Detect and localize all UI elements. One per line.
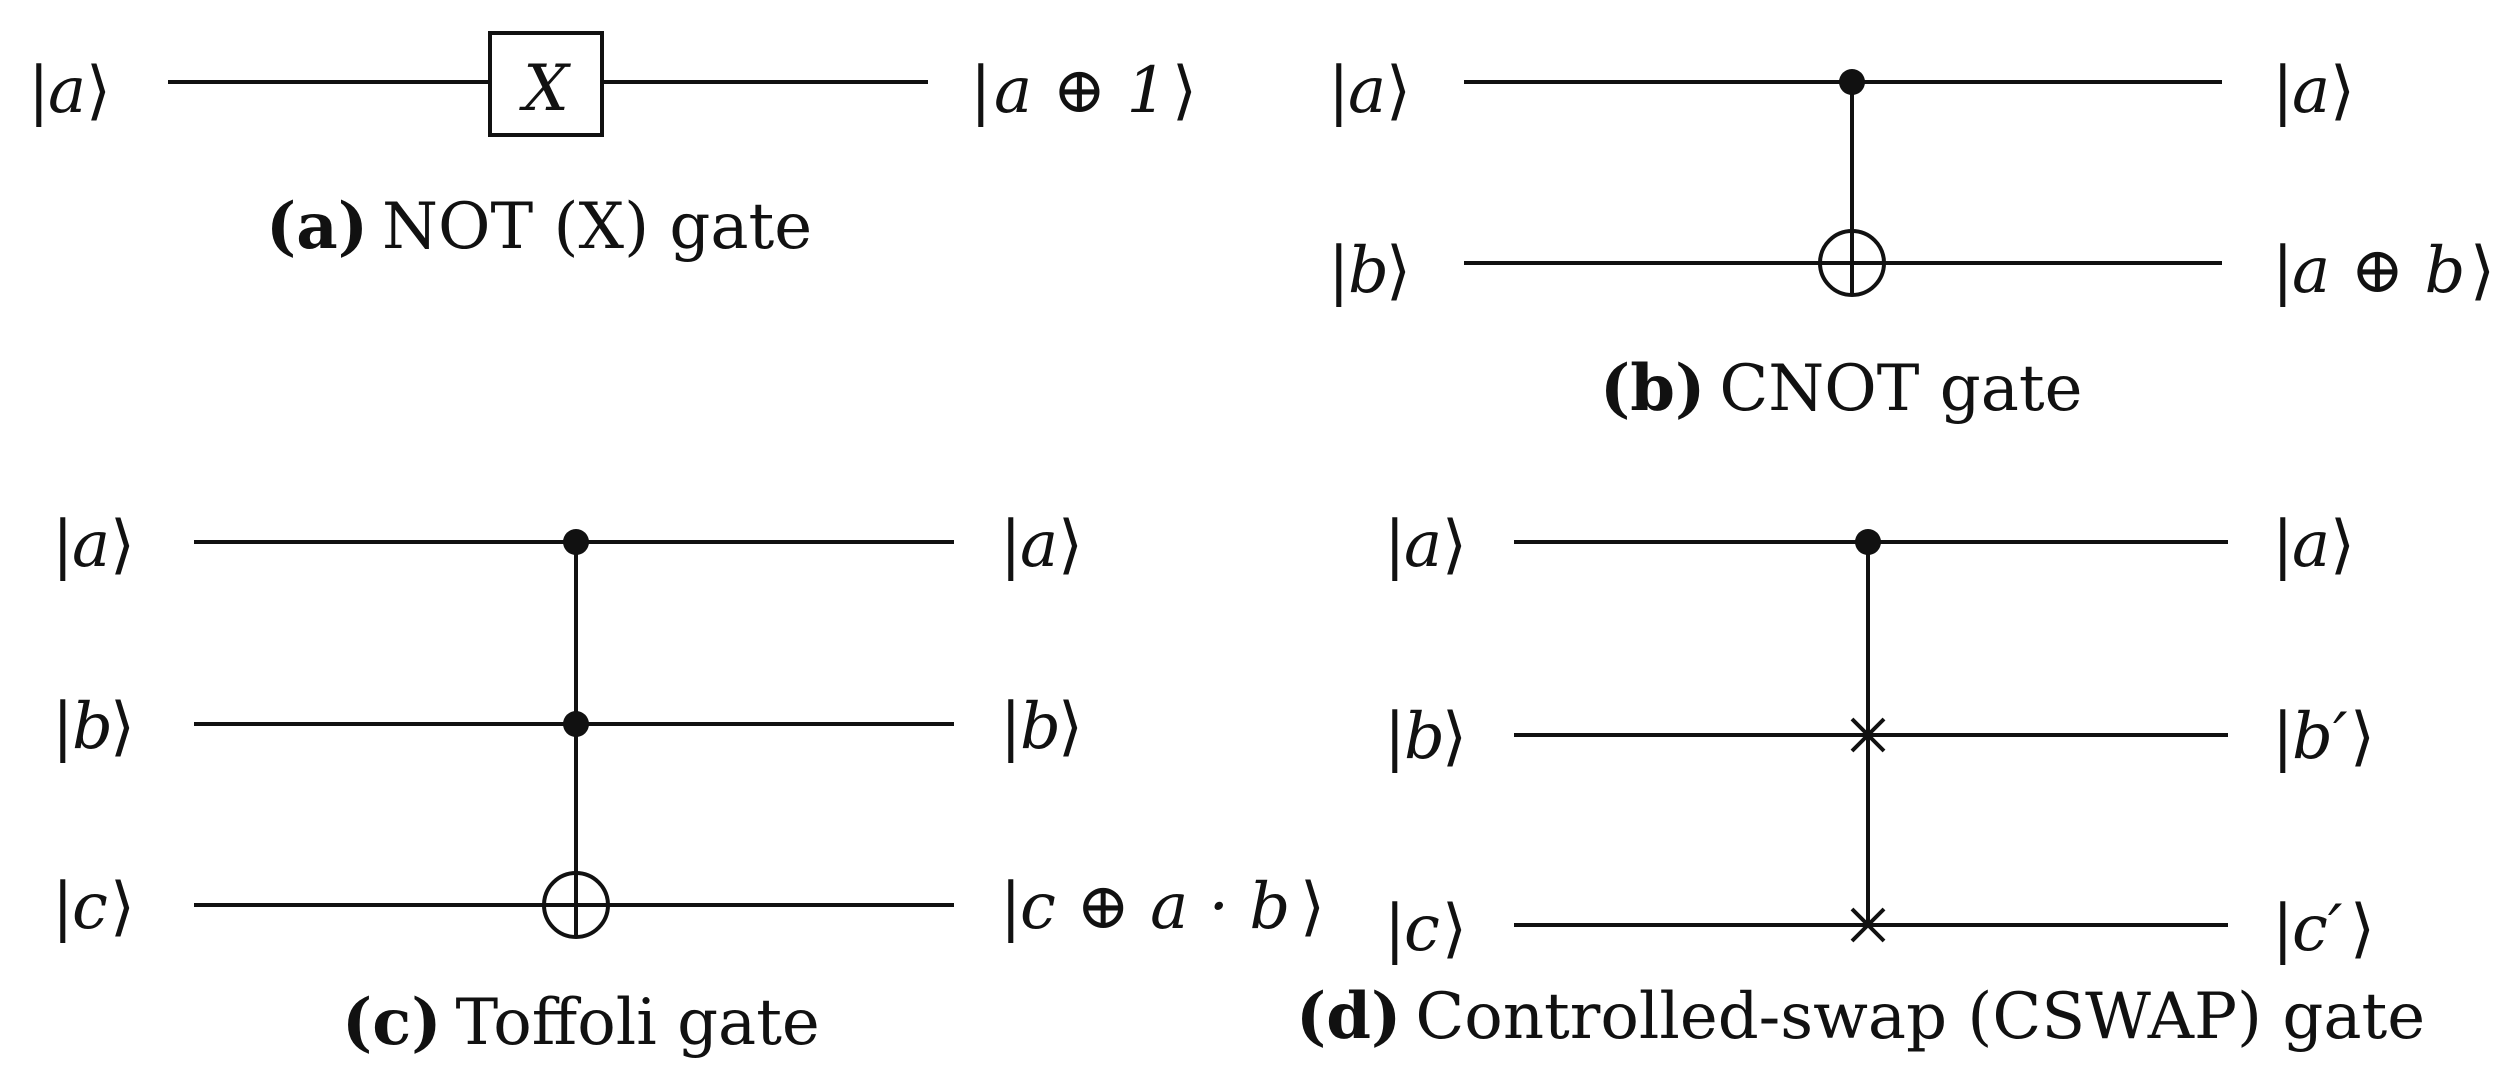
panel-d-swap-cross-b <box>1850 717 1886 753</box>
panel-d-caption-text: Controlled-swap (CSWAP) gate <box>1415 980 2425 1054</box>
panel-d-cswap-gate: | a ⟩ | b ⟩ | c ⟩ | a ⟩ | b′ ⟩ | c′ ⟩ (d… <box>1296 508 2425 1054</box>
panel-b-cnot-gate: | a ⟩ | b ⟩ | a ⟩ | a ⊕ b ⟩ (b)CNOT gate <box>1328 54 2495 426</box>
svg-text:⟩: ⟩ <box>1300 870 1325 944</box>
svg-text:⟩: ⟩ <box>2330 54 2355 128</box>
svg-text:|: | <box>1384 508 1406 582</box>
panel-b-input-b: b <box>1348 234 1389 308</box>
panel-d-output-c-prime: c′ <box>2292 892 2343 966</box>
svg-text:|: | <box>970 54 992 128</box>
panel-c-caption-tag: (c) <box>342 985 442 1060</box>
svg-text:|: | <box>1328 54 1350 128</box>
panel-c-control-dot-a <box>563 529 589 555</box>
panel-a-caption-tag: (a) <box>266 189 368 264</box>
svg-text:⟩: ⟩ <box>1172 54 1197 128</box>
svg-text:|: | <box>28 54 50 128</box>
svg-text:⟩: ⟩ <box>110 690 135 764</box>
svg-text:⟩: ⟩ <box>1058 508 1083 582</box>
svg-text:⟩: ⟩ <box>2470 234 2495 308</box>
panel-d-output-b-prime: b′ <box>2292 700 2348 774</box>
panel-a-not-gate: | a ⟩ X | a ⊕ 1 ⟩ (a)NOT (X) gate <box>28 31 1197 264</box>
svg-text:|: | <box>1000 508 1022 582</box>
panel-a-input-a: a <box>48 54 86 128</box>
svg-text:|: | <box>1384 892 1406 966</box>
panel-b-output-a: a <box>2292 54 2330 128</box>
panel-d-swap-cross-c <box>1850 907 1886 943</box>
svg-text:⟩: ⟩ <box>1442 700 1467 774</box>
svg-text:⟩: ⟩ <box>1386 234 1411 308</box>
panel-d-input-b: b <box>1404 700 1445 774</box>
panel-a-caption-text: NOT (X) gate <box>382 190 812 264</box>
svg-text:|: | <box>2272 700 2294 774</box>
svg-text:⟩: ⟩ <box>2330 508 2355 582</box>
panel-d-control-dot <box>1855 529 1881 555</box>
panel-c-input-b: b <box>72 690 113 764</box>
svg-text:⟩: ⟩ <box>1442 508 1467 582</box>
svg-text:|: | <box>2272 508 2294 582</box>
svg-text:⟩: ⟩ <box>110 870 135 944</box>
panel-b-caption: (b)CNOT gate <box>1600 351 2083 426</box>
svg-text:|: | <box>2272 54 2294 128</box>
panel-b-control-dot <box>1839 69 1865 95</box>
svg-text:⟩: ⟩ <box>1058 690 1083 764</box>
svg-text:⟩: ⟩ <box>1386 54 1411 128</box>
svg-text:|: | <box>1384 700 1406 774</box>
svg-text:⟩: ⟩ <box>2350 892 2375 966</box>
panel-c-toffoli-gate: | a ⟩ | b ⟩ | c ⟩ | a ⟩ | b ⟩ | c ⊕ a · … <box>52 508 1325 1060</box>
panel-d-input-c: c <box>1404 892 1440 966</box>
svg-text:|: | <box>1000 690 1022 764</box>
panel-c-control-dot-b <box>563 711 589 737</box>
svg-text:⟩: ⟩ <box>110 508 135 582</box>
svg-text:⟩: ⟩ <box>1442 892 1467 966</box>
panel-b-input-a: a <box>1348 54 1386 128</box>
panel-c-input-c: c <box>72 870 108 944</box>
panel-d-input-a: a <box>1404 508 1442 582</box>
panel-a-output-a-xor-1: a ⊕ 1 <box>994 54 1167 128</box>
panel-c-caption: (c)Toffoli gate <box>342 985 820 1060</box>
panel-a-caption: (a)NOT (X) gate <box>266 189 812 264</box>
svg-text:|: | <box>52 690 74 764</box>
svg-text:|: | <box>52 870 74 944</box>
panel-d-caption: (d)Controlled-swap (CSWAP) gate <box>1296 979 2425 1054</box>
svg-text:|: | <box>52 508 74 582</box>
panel-b-caption-tag: (b) <box>1600 351 1705 426</box>
panel-c-caption-text: Toffoli gate <box>456 986 820 1060</box>
panel-c-input-a: a <box>72 508 110 582</box>
svg-text:|: | <box>1000 870 1022 944</box>
panel-d-caption-tag: (d) <box>1296 979 1401 1054</box>
panel-d-output-a: a <box>2292 508 2330 582</box>
panel-c-output-c-xor-ab: c ⊕ a · b <box>1020 870 1290 944</box>
svg-text:|: | <box>2272 234 2294 308</box>
svg-text:⟩: ⟩ <box>86 54 111 128</box>
svg-text:⟩: ⟩ <box>2350 700 2375 774</box>
panel-c-output-a: a <box>1020 508 1058 582</box>
panel-b-caption-text: CNOT gate <box>1719 352 2082 426</box>
panel-b-output-a-xor-b: a ⊕ b <box>2292 234 2465 308</box>
svg-text:|: | <box>2272 892 2294 966</box>
panel-c-output-b: b <box>1020 690 1061 764</box>
panel-a-x-gate-label: X <box>518 52 571 126</box>
svg-text:|: | <box>1328 234 1350 308</box>
